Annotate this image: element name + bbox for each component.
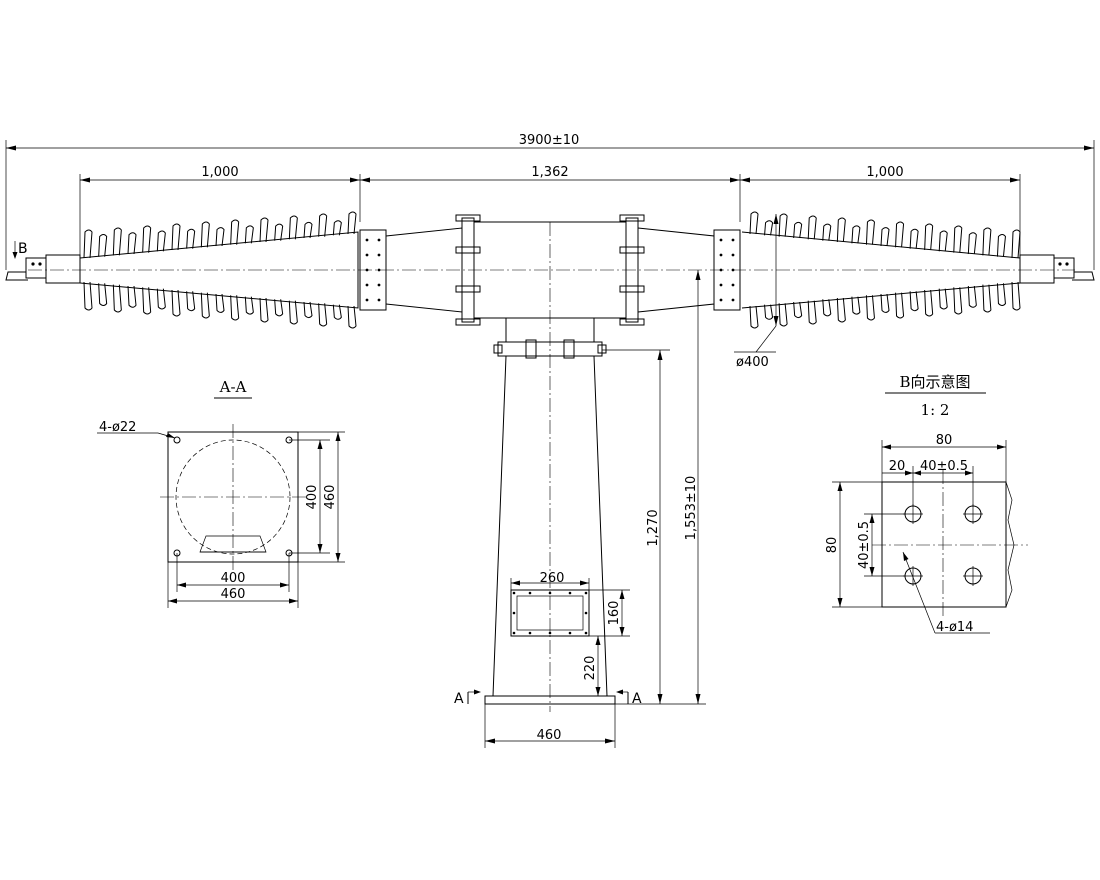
mid-span-dimension: 1,362 <box>531 165 568 180</box>
svg-text:160: 160 <box>607 601 622 626</box>
insulator-shed <box>909 228 919 312</box>
right-end-flange <box>713 229 741 311</box>
insulator-shed <box>778 213 788 327</box>
svg-text:4-ø22: 4-ø22 <box>99 420 136 435</box>
svg-text:20: 20 <box>889 459 906 474</box>
svg-text:460: 460 <box>221 587 246 602</box>
view-b-arrow-label: B <box>18 241 28 257</box>
svg-text:80: 80 <box>825 537 840 554</box>
section-a-a-view: A-A 4-ø22 400 460 400 <box>97 378 345 608</box>
insulator-shed <box>982 227 992 313</box>
overall-length-dimension: 3900±10 <box>519 133 580 148</box>
insulator-shed <box>822 223 832 317</box>
svg-text:A: A <box>632 691 642 707</box>
svg-text:1,270: 1,270 <box>646 509 661 546</box>
svg-text:220: 220 <box>583 656 598 681</box>
support-column <box>484 222 616 712</box>
svg-text:460: 460 <box>323 485 338 510</box>
svg-text:1,553±10: 1,553±10 <box>684 476 699 541</box>
insulator-shed <box>967 232 977 308</box>
insulator-shed <box>171 223 181 317</box>
svg-text:80: 80 <box>936 433 953 448</box>
insulator-shed <box>200 221 210 319</box>
window-dimensions: 260 160 220 <box>510 571 630 696</box>
insulator-shed <box>83 229 93 311</box>
right-terminal <box>1019 254 1095 284</box>
insulator-shed <box>793 221 803 319</box>
insulator-shed <box>764 220 774 320</box>
shed-diameter-dimension: ø400 <box>734 214 779 370</box>
insulator-shed <box>836 217 846 323</box>
left-span-dimension: 1,000 <box>201 165 238 180</box>
insulator-shed <box>215 227 225 313</box>
insulator-shed <box>98 233 108 307</box>
insulator-shed <box>142 225 152 315</box>
svg-text:260: 260 <box>540 571 565 586</box>
insulator-shed <box>996 233 1006 307</box>
insulator-shed <box>865 219 875 321</box>
insulator-shed <box>938 230 948 310</box>
svg-text:ø400: ø400 <box>736 355 769 370</box>
insulator-shed <box>924 223 934 317</box>
view-b-scale: 1: 2 <box>921 401 950 419</box>
insulator-shed <box>318 213 328 327</box>
svg-text:460: 460 <box>537 728 562 743</box>
insulator-shed <box>112 227 122 313</box>
base-width-dimension: 460 <box>484 704 616 748</box>
insulator-shed <box>895 221 905 319</box>
section-a-a-title: A-A <box>219 378 247 396</box>
left-terminal: B <box>5 241 81 284</box>
left-insulator <box>79 211 359 329</box>
insulator-shed <box>749 211 759 329</box>
insulator-shed <box>332 220 342 320</box>
insulator-shed <box>244 225 254 315</box>
svg-text:A: A <box>454 691 464 707</box>
insulator-shed <box>274 223 284 317</box>
insulator-shed <box>259 217 269 323</box>
svg-text:400: 400 <box>221 571 246 586</box>
right-span-dimension: 1,000 <box>866 165 903 180</box>
svg-text:400: 400 <box>305 485 320 510</box>
insulator-shed <box>186 228 196 312</box>
view-b-title: B向示意图 <box>899 373 970 391</box>
insulator-shed <box>230 219 240 321</box>
right-insulator <box>741 211 1021 329</box>
insulator-shed <box>156 230 166 310</box>
svg-text:40±0.5: 40±0.5 <box>857 521 872 569</box>
insulator-shed <box>1011 229 1021 311</box>
insulator-shed <box>953 225 963 315</box>
view-b-detail: B向示意图 1: 2 80 20 40±0.5 80 <box>825 373 1028 635</box>
svg-text:40±0.5: 40±0.5 <box>920 459 968 474</box>
insulator-shed <box>288 215 298 325</box>
height-dimensions: 1,270 1,553±10 <box>602 270 706 705</box>
insulator-shed <box>303 221 313 319</box>
insulator-shed <box>347 211 357 329</box>
top-dimensions: 3900±10 1,000 1,362 1,000 <box>5 133 1095 270</box>
svg-text:4-ø14: 4-ø14 <box>936 620 973 635</box>
section-markers: A A <box>454 689 642 707</box>
insulator-shed <box>807 215 817 325</box>
insulator-shed <box>127 232 137 308</box>
insulator-shed <box>880 227 890 313</box>
insulator-shed <box>851 225 861 315</box>
left-end-flange <box>359 229 387 311</box>
